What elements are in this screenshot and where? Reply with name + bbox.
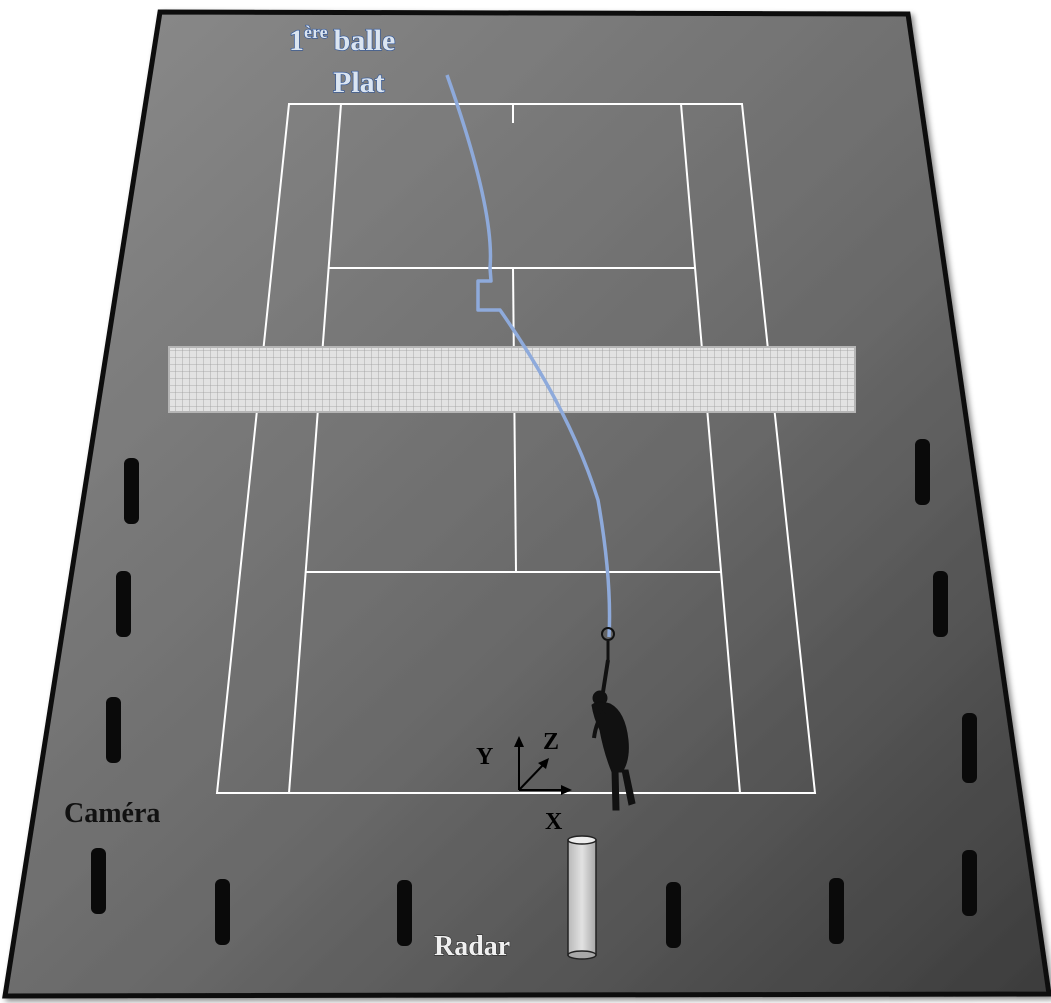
camera-post-icon (962, 850, 977, 916)
radar-cylinder-icon (568, 836, 596, 959)
ground-surface (5, 12, 1049, 996)
serve-type-label: Plat (333, 66, 385, 99)
camera-post-icon (933, 571, 948, 637)
camera-post-icon (829, 878, 844, 944)
serve-word: balle (334, 24, 396, 57)
camera-label: Caméra (64, 798, 160, 829)
camera-post-icon (124, 458, 139, 524)
camera-post-icon (106, 697, 121, 763)
serve-ordinal: 1 (289, 24, 304, 57)
axis-y-label: Y (476, 744, 493, 770)
camera-post-icon (397, 880, 412, 946)
net (169, 347, 855, 412)
camera-post-icon (91, 848, 106, 914)
camera-post-icon (116, 571, 131, 637)
camera-post-icon (666, 882, 681, 948)
axis-z-label: Z (543, 729, 559, 755)
camera-post-icon (915, 439, 930, 505)
radar-label: Radar (434, 931, 510, 962)
axis-x-label: X (545, 809, 563, 835)
camera-post-icon (215, 879, 230, 945)
camera-post-icon (962, 713, 977, 783)
serve-ordinal-sup: ère (304, 22, 328, 42)
